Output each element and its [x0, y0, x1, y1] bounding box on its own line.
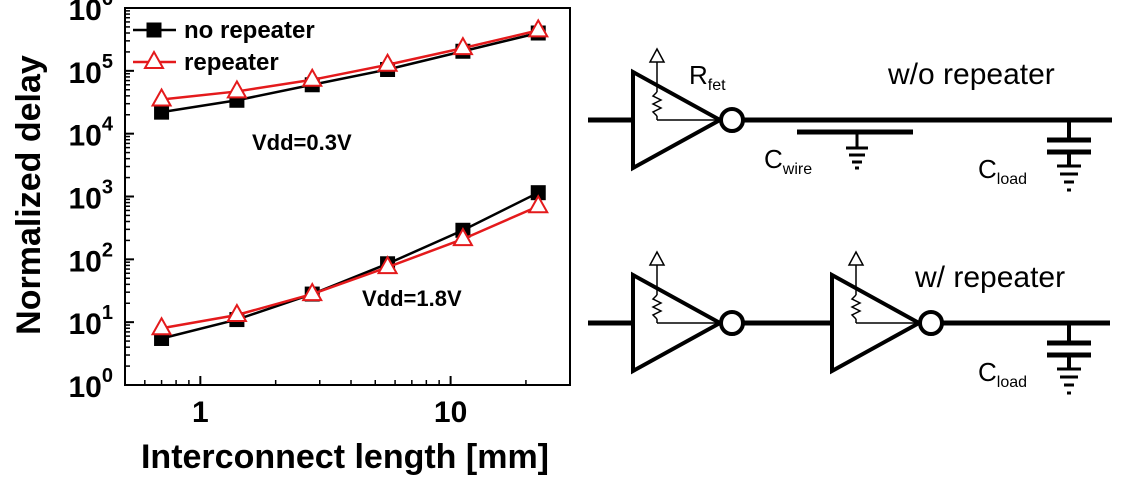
legend: no repeater repeater	[133, 17, 315, 76]
bottom-circuit-label: w/ repeater	[914, 261, 1065, 294]
load-capacitor-symbol	[1047, 323, 1091, 395]
c-wire-label: Cwire	[764, 144, 812, 178]
data-point-triangle	[226, 302, 248, 323]
data-point-triangle	[527, 18, 549, 38]
y-tick-label: 101	[69, 302, 114, 341]
repeater-inverter-bubble	[918, 310, 944, 336]
x-axis-title: Interconnect length [mm]	[141, 438, 549, 476]
resistor-symbol	[651, 275, 718, 324]
vdd-arrow-icon	[648, 250, 666, 275]
y-tick-label: 100	[69, 365, 114, 404]
data-point-triangle	[527, 194, 549, 214]
x-tick-label: 10	[434, 396, 467, 429]
data-point-triangle	[150, 316, 173, 336]
annotation-vdd-1.8v: Vdd=1.8V	[362, 286, 462, 311]
x-tick-label: 1	[192, 396, 209, 429]
vdd-arrow-icon	[648, 47, 666, 72]
series-line	[161, 191, 539, 340]
annotation-vdd-0.3v: Vdd=0.3V	[252, 130, 352, 155]
resistor-symbol	[651, 72, 718, 121]
y-tick-label: 102	[69, 239, 114, 278]
inverter-bubble	[719, 310, 745, 336]
y-tick-label: 106	[69, 0, 114, 27]
c-load-label-bottom: Cload	[978, 357, 1027, 391]
data-point-triangle	[452, 36, 474, 56]
legend-label: repeater	[184, 49, 279, 76]
series-line	[161, 31, 539, 114]
circuit-without-repeater: Rfet Cwire Cload w/o repeater	[588, 47, 1112, 192]
legend-item: no repeater	[133, 17, 315, 44]
data-point-triangle	[143, 49, 165, 69]
top-circuit-label: w/o repeater	[887, 58, 1055, 91]
data-point-triangle	[301, 282, 323, 302]
series-line	[161, 29, 539, 101]
data-point-triangle	[301, 67, 323, 87]
y-tick-label: 105	[69, 51, 114, 90]
load-capacitor-symbol	[1047, 120, 1091, 192]
legend-item: repeater	[133, 49, 279, 76]
series-triangle-Vdd=1.8V	[150, 194, 549, 336]
series-triangle-Vdd=0.3V	[150, 18, 549, 107]
circuit-with-repeater: Cload w/ repeater	[588, 250, 1110, 395]
wire-capacitor-symbol	[797, 129, 913, 170]
data-point-square	[146, 22, 162, 38]
data-point-triangle	[452, 227, 474, 247]
resistor-symbol	[850, 275, 917, 324]
series-line	[161, 205, 539, 330]
r-fet-label: Rfet	[689, 60, 726, 94]
legend-label: no repeater	[184, 17, 315, 44]
inverter-bubble	[719, 107, 745, 133]
data-point-triangle	[376, 52, 399, 72]
y-tick-label: 103	[69, 177, 114, 216]
y-tick-label: 104	[69, 114, 114, 153]
data-point-triangle	[376, 255, 399, 275]
data-point-triangle	[150, 87, 173, 107]
axis-ticks: 100 101 102 103 104 105 106 1 10	[69, 0, 571, 429]
y-axis-title: Normalized delay	[10, 55, 48, 335]
vdd-arrow-icon	[847, 250, 865, 275]
data-point-triangle	[226, 79, 248, 99]
chart-series	[150, 18, 549, 346]
c-load-label-top: Cload	[978, 154, 1027, 188]
